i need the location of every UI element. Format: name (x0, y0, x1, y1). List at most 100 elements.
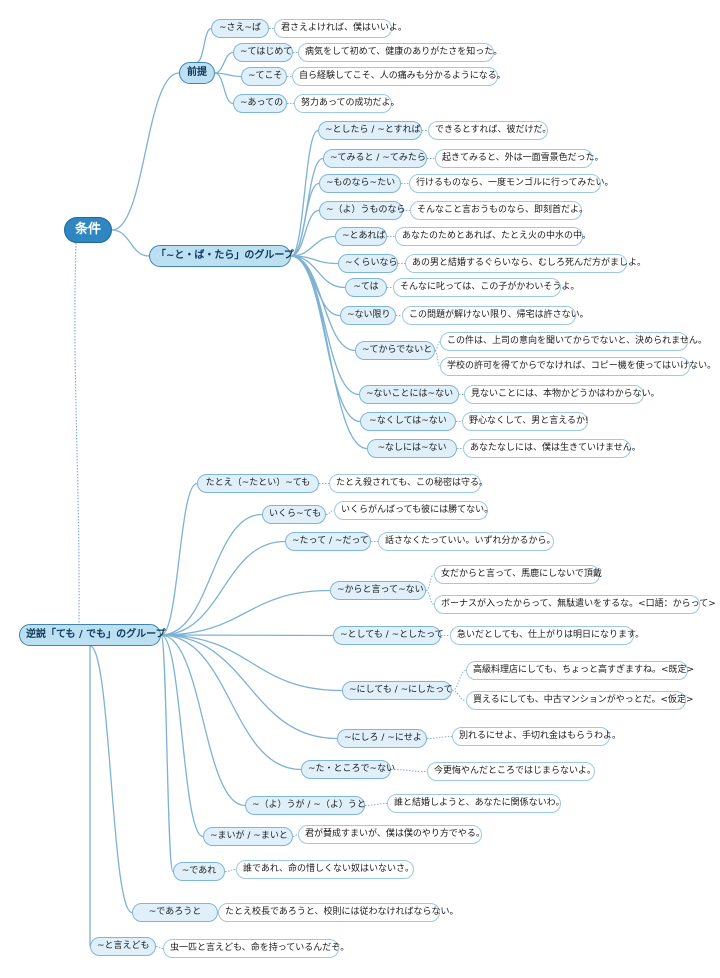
topic-node[interactable]: ~ないことには~ない (359, 385, 459, 404)
topic-node[interactable]: ~なくしては~ない (360, 412, 456, 431)
connector-line (160, 634, 343, 692)
topic-node[interactable]: ~てはじめて (233, 43, 293, 62)
topic-node[interactable]: ~くらいなら (338, 254, 398, 273)
example-sentence: 病気をして初めて、健康のありがたさを知った。 (298, 43, 502, 62)
connector-line (160, 540, 286, 636)
example-sentence: たとえ校長であろうと、校則には従わなければならない。 (218, 903, 459, 922)
example-sentence: 自ら経験してこそ、人の痛みも分かるようになる。 (292, 67, 506, 86)
example-sentence: 買えるにしても、中古マンションがやっとだ。<仮定> (466, 691, 694, 710)
example-sentence: 誰であれ、命の惜しくない奴はいないさ。 (236, 860, 414, 879)
connector-line (325, 510, 335, 515)
connector-line (290, 209, 320, 257)
example-sentence: 今更悔やんだところではじまらないよ。 (427, 762, 596, 781)
connector-line (426, 736, 453, 739)
topic-node[interactable]: ~てからでないと (355, 341, 435, 360)
connector-line (434, 350, 441, 367)
topic-node[interactable]: ~であれ (173, 862, 225, 881)
group-node-zentei[interactable]: 前提 (179, 62, 215, 84)
connector-line (155, 946, 164, 949)
topic-node[interactable]: ~たって / ~だって (285, 532, 371, 551)
connector-line (214, 72, 234, 105)
topic-node[interactable]: ~としたら / ~とすれば (318, 121, 422, 140)
connector-line (160, 634, 338, 740)
topic-node[interactable]: ~てこそ (241, 67, 287, 86)
connector-line (290, 255, 346, 289)
topic-node[interactable]: ~（よ）うが / ~（よ）うと (245, 796, 366, 815)
connector-line (160, 513, 263, 636)
topic-node[interactable]: ~てみると / ~てみたら (323, 149, 427, 168)
topic-node[interactable]: ~ない限り (340, 306, 396, 325)
topic-node[interactable]: ~ては (345, 278, 387, 297)
example-sentence: 野心なくして、男と言えるか! (462, 412, 589, 431)
connector-line (290, 255, 341, 317)
example-sentence: ボーナスが入ったからって、無駄遣いをするな。<口語：からって> (434, 595, 716, 614)
connector-line (214, 51, 234, 74)
example-sentence: 誰と結婚しようと、あなたに関係ないわ。 (387, 794, 565, 813)
example-sentence: そんなこと言おうものなら、即刻首だよ。 (410, 201, 588, 220)
connector-line (364, 803, 388, 806)
connector-line (196, 27, 212, 63)
connector-line (292, 834, 299, 837)
connector-line (160, 634, 334, 637)
example-sentence: できるとすれば、彼だけだ。 (428, 121, 551, 140)
connector-line (111, 72, 180, 231)
example-sentence: 行けるものなら、一度モンゴルに行ってみたい。 (409, 174, 614, 193)
connector-line (390, 769, 428, 772)
topic-node[interactable]: ~なしには~ない (367, 439, 457, 458)
connector-line (425, 574, 435, 591)
group-node-to-ba-tara[interactable]: 「~と・ば・たら」のグループ (149, 245, 294, 267)
connector-line (74, 242, 80, 625)
topic-node[interactable]: ~にしろ / ~にせよ (337, 729, 427, 748)
topic-node[interactable]: たとえ（~たとい）~ても (197, 474, 319, 493)
root-node-jouken[interactable]: 条件 (64, 217, 112, 243)
topic-node[interactable]: ~さえ~ば (211, 19, 269, 38)
example-sentence: そんなに叱っては、この子がかわいそうよ。 (393, 278, 579, 297)
connector-line (290, 255, 360, 396)
connector-line (290, 255, 368, 450)
root-node-gyakusetsu[interactable]: 逆説「ても / でも」のグループ (19, 624, 166, 646)
example-sentence: 女だからと言って、馬鹿にしないで頂戴 (434, 565, 602, 584)
connector-line (160, 634, 302, 771)
example-sentence: 学校の許可を得てからでなければ、コピー機を使ってはいけない。 (440, 357, 716, 376)
topic-node[interactable]: ~としても / ~としたって (333, 626, 444, 645)
connector-line (290, 129, 319, 257)
topic-node[interactable]: ~とあれば (335, 227, 387, 246)
connector-line (290, 182, 320, 257)
example-sentence: この件は、上司の意向を聞いてからでないと、決められません。 (440, 332, 707, 351)
example-sentence: 虫一匹と言えども、命を持っているんだぞ。 (163, 939, 349, 958)
example-sentence: たとえ殺されても、この秘密は守る。 (329, 474, 488, 493)
connector-line (425, 590, 435, 605)
example-sentence: 君が賛成すまいが、僕は僕のやり方でやる。 (298, 825, 485, 844)
topic-node[interactable]: いくら~ても (262, 505, 326, 524)
topic-node[interactable]: ~であろうと (132, 903, 218, 922)
connector-line (160, 634, 204, 838)
connector-line (224, 869, 237, 872)
example-sentence: この問題が解けない限り、帰宅は許さない。 (402, 306, 589, 325)
connector-line (214, 72, 242, 78)
connector-line (451, 690, 467, 701)
connector-line (89, 645, 133, 914)
example-sentence: 起きてみると、外は一面雪景色だった。 (435, 149, 604, 168)
example-sentence: あなたのためとあれば、たとえ火の中水の中。 (395, 227, 591, 246)
connector-line (290, 235, 336, 257)
topic-node[interactable]: ~と言えども (90, 937, 156, 956)
connector-line (160, 589, 331, 636)
topic-node[interactable]: ~（よ）うものなら (319, 201, 406, 220)
example-sentence: 見ないことには、本物かどうかはわからない。 (464, 385, 660, 404)
connector-line (111, 229, 150, 257)
example-sentence: 高級料理店にしても、ちょっと高すぎますね。<既定> (466, 661, 694, 680)
example-sentence: 君さえよければ、僕はいいよ。 (274, 19, 407, 38)
example-sentence: 話さなくたっていい。いずれ分かるから。 (378, 532, 556, 551)
topic-node[interactable]: ~た・ところで~ない (301, 760, 395, 779)
connector-line (160, 482, 198, 636)
example-sentence: 別れるにせよ、手切れ金はもらうわよ。 (452, 727, 621, 746)
example-sentence: あの男と結婚するぐらいなら、むしろ死んだ方がましよ。 (405, 254, 646, 273)
topic-node[interactable]: ~まいが / ~まいと (203, 827, 293, 846)
topic-node[interactable]: ~からと言って~ない (330, 581, 426, 600)
example-sentence: 急いだとしても、仕上がりは明日になります。 (450, 626, 644, 645)
example-sentence: 努力あっての成功だよ。 (294, 94, 400, 113)
topic-node[interactable]: ~にしても / ~にしたって (342, 681, 453, 700)
topic-node[interactable]: ~ものなら~たい (319, 174, 401, 193)
topic-node[interactable]: ~あっての (233, 94, 287, 113)
